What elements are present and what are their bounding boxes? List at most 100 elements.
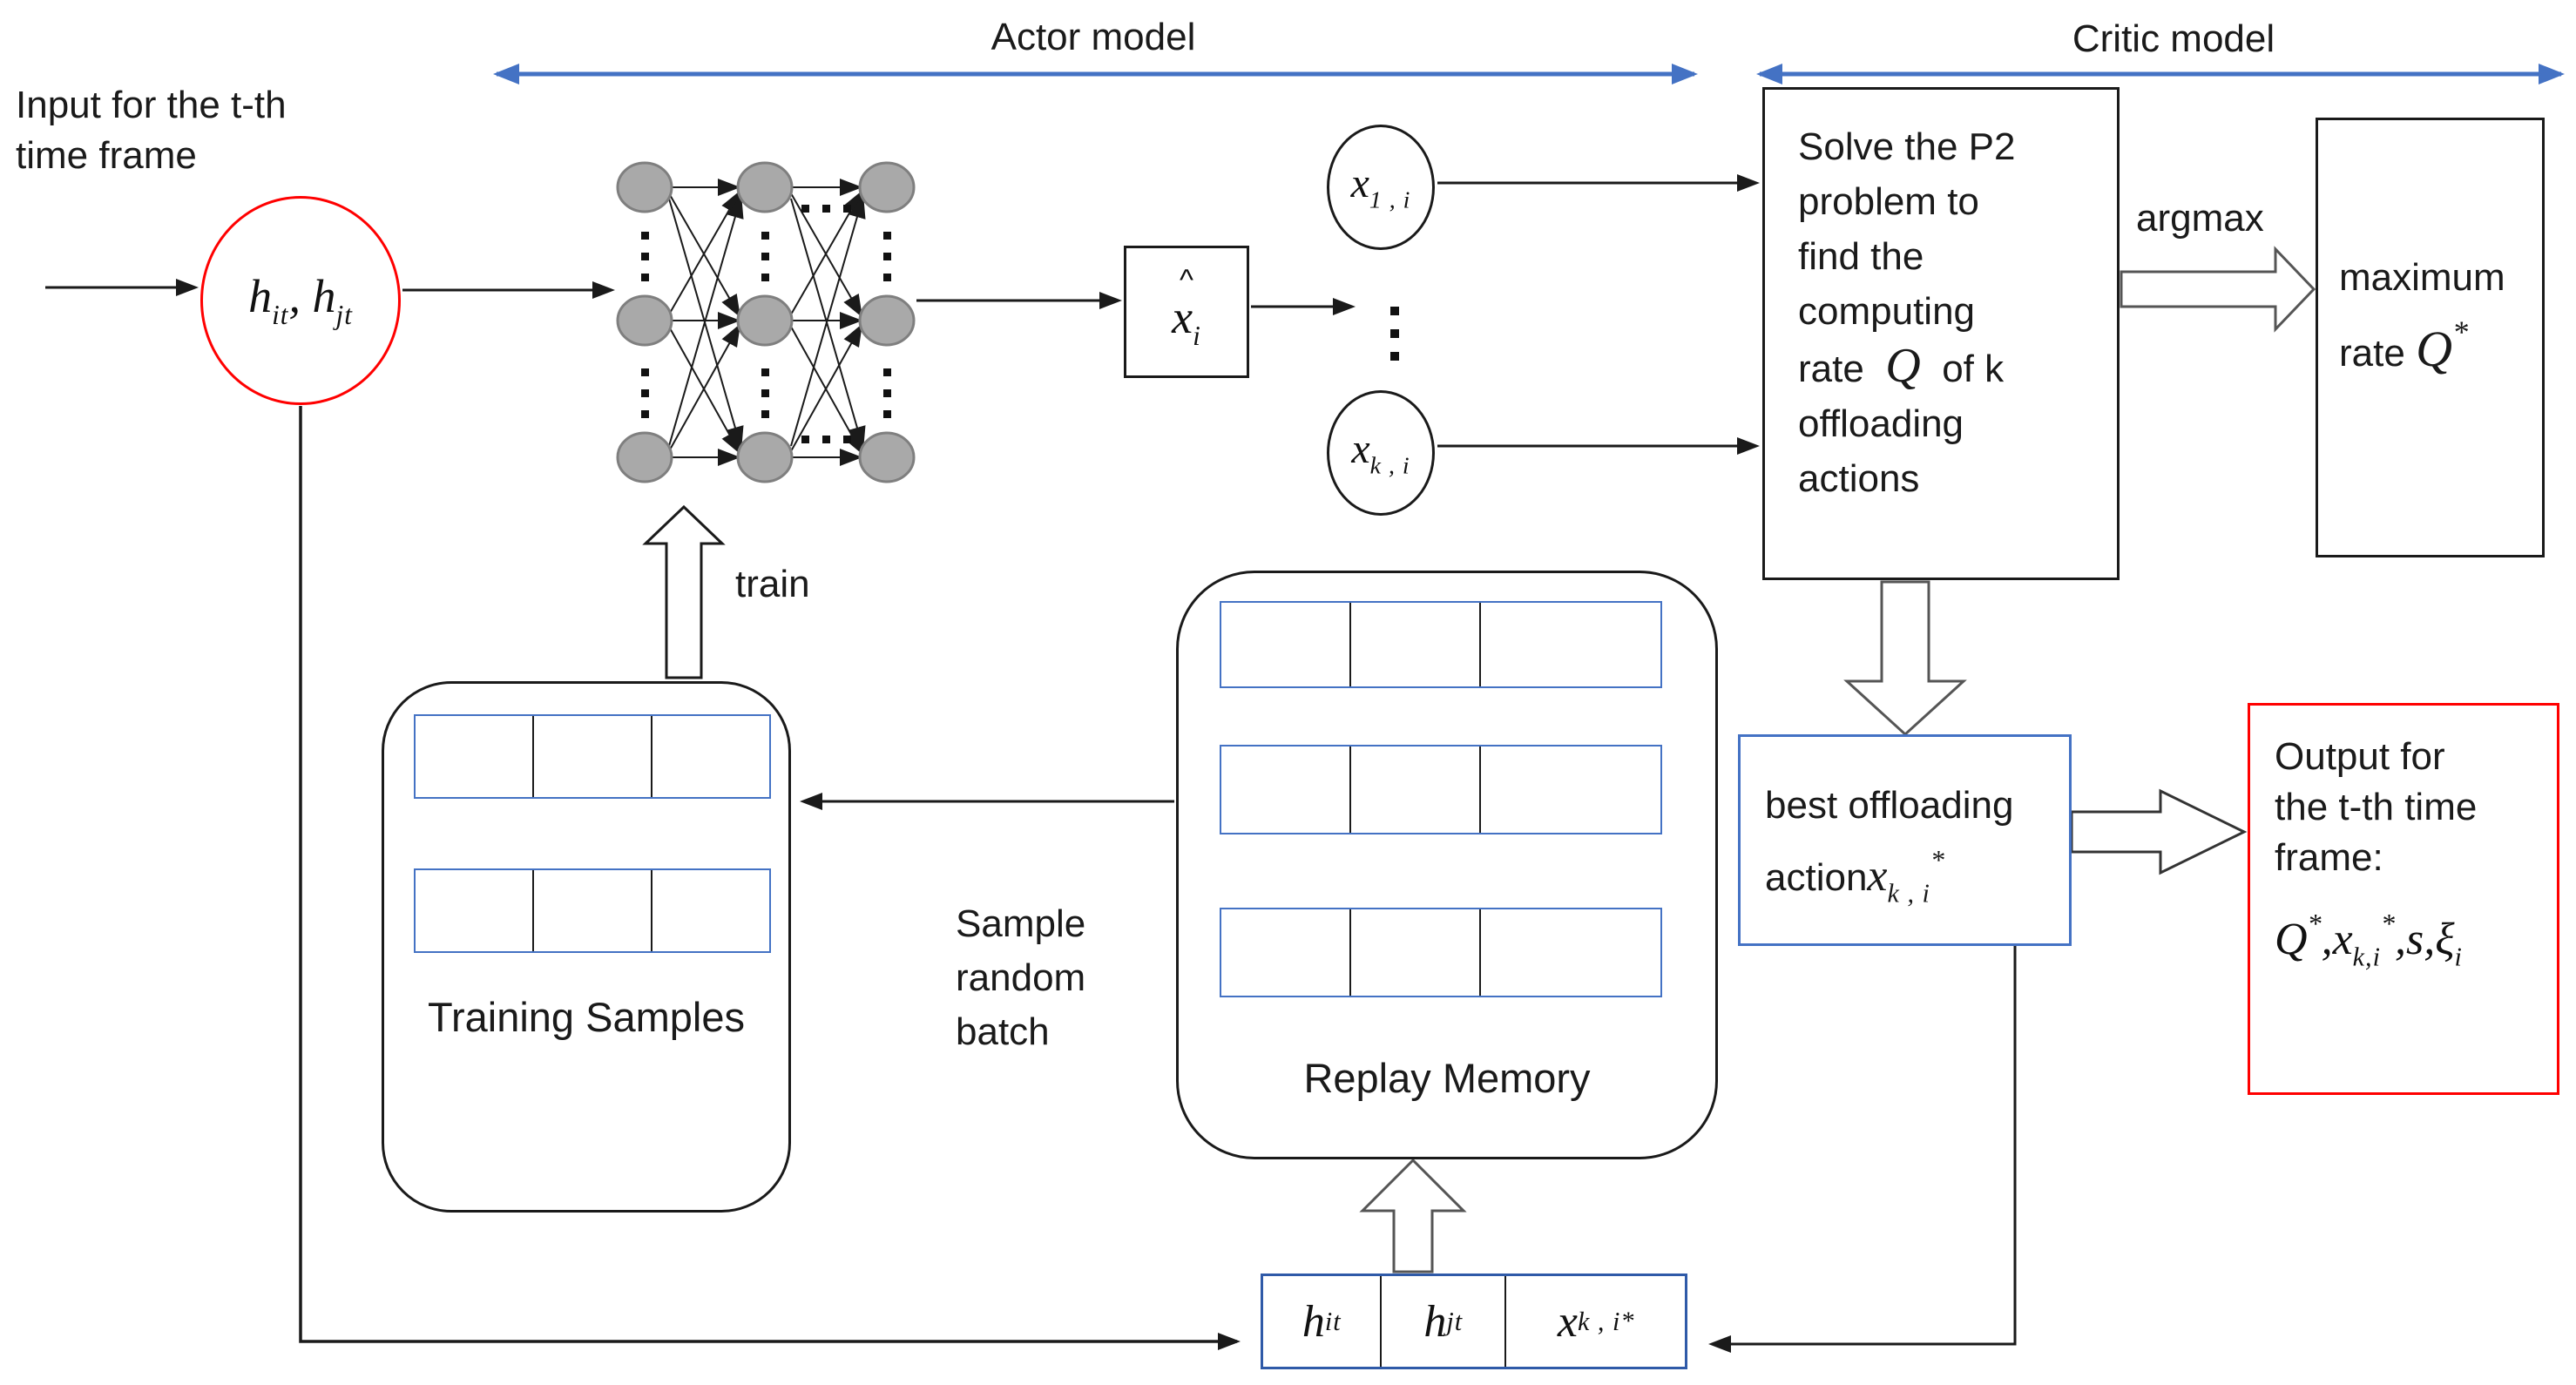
x-base: x <box>1172 291 1193 344</box>
x-sub: k,i <box>2352 942 2381 972</box>
sample-cell <box>652 716 769 797</box>
solve-line6: offloading <box>1798 402 1964 445</box>
x-sub-i: i <box>1193 321 1201 352</box>
star-sup: * <box>2451 314 2468 349</box>
output-box: Output for the t-th time frame: Q*,xk,i*… <box>2248 703 2559 1095</box>
output-line2: the t-th time <box>2275 786 2478 828</box>
relaxed-action-box: ^ xi <box>1124 246 1249 378</box>
h-base: h <box>1423 1296 1447 1347</box>
q-sup: * <box>2307 908 2322 939</box>
solve-line3: find the <box>1798 235 1924 278</box>
best-line2: actionxk , i* <box>1765 833 2069 921</box>
h-sub-jt: jt <box>335 300 353 331</box>
s-symbol: s <box>2405 915 2424 964</box>
x-sub-ki: k , i <box>1577 1306 1621 1336</box>
replay-memory-row <box>1220 601 1662 688</box>
memory-cell <box>1221 747 1352 833</box>
sample-cell <box>534 716 652 797</box>
sample-cell <box>416 716 534 797</box>
xki-math: xk , i <box>1351 425 1410 481</box>
h-sub-it: it <box>1324 1306 1342 1336</box>
memory-cell <box>1481 603 1660 686</box>
x-sup-star: * <box>1930 844 1944 875</box>
x-base: x <box>1351 426 1370 473</box>
comma: , <box>2321 915 2333 964</box>
memory-cell <box>1481 909 1660 996</box>
max-rate-line: rate Q* <box>2339 305 2542 381</box>
actor-model-label: Actor model <box>991 16 1196 58</box>
x-sub: k , i <box>1887 878 1930 909</box>
h-base: h <box>1302 1296 1325 1347</box>
comma: , <box>288 270 313 323</box>
rate-word: rate <box>1798 348 1864 390</box>
of-k-word: of k <box>1942 348 2005 390</box>
x-sup-star: * <box>1620 1307 1634 1335</box>
best-offloading-box: best offloading actionxk , i* <box>1738 734 2072 946</box>
sample-random-batch-label: Sample random batch <box>956 902 1086 1053</box>
input-label: Input for the t-th time frame <box>16 84 287 177</box>
solve-rate-line: rate Q of k <box>1798 339 2117 396</box>
xhat-math: xi <box>1172 290 1201 352</box>
hat-symbol: ^ <box>1180 264 1193 298</box>
input-state-math: hit, hjt <box>248 269 353 331</box>
argmax-label: argmax <box>2136 197 2264 240</box>
replay-memory-row <box>1220 908 1662 997</box>
sample-cell <box>652 870 769 951</box>
solve-line1: Solve the P2 <box>1798 125 2016 168</box>
h-base-2: h <box>312 270 336 323</box>
nn-ellipsis-dots <box>641 205 891 443</box>
action-word: action <box>1765 856 1868 899</box>
comma: , <box>2424 915 2436 964</box>
rate-word: rate <box>2339 332 2405 375</box>
x-sub-1i: 1 , i <box>1369 186 1411 214</box>
output-line3: frame: <box>2275 836 2383 879</box>
memory-cell <box>1221 603 1352 686</box>
memory-cell <box>1481 747 1660 833</box>
memory-cell <box>1351 747 1482 833</box>
training-sample-row <box>414 868 771 953</box>
output-math: Q*,xk,i*,s,ξi <box>2275 908 2557 973</box>
training-sample-row <box>414 714 771 799</box>
h-sub-jt: jt <box>1446 1306 1464 1336</box>
q-star-symbol: Q <box>2416 321 2452 377</box>
replay-memory-row <box>1220 745 1662 834</box>
neural-network <box>616 161 916 483</box>
solve-p2-box: Solve the P2 problem to find the computi… <box>1762 87 2120 580</box>
x-sup: * <box>2380 908 2395 939</box>
argmax-right-arrow <box>2120 246 2316 333</box>
best-to-output-arrow <box>2070 788 2248 875</box>
replay-memory-label: Replay Memory <box>1303 1055 1591 1101</box>
solve-line7: actions <box>1798 457 1920 500</box>
input-feedback-line <box>299 406 1241 1350</box>
x-sub-ki: k , i <box>1369 452 1410 480</box>
x-base: x <box>1350 160 1369 207</box>
memory-cell <box>1351 909 1482 996</box>
x-base: x <box>2332 915 2353 964</box>
actions-ellipsis-dots <box>1390 307 1399 361</box>
record-to-replay-arrow <box>1359 1158 1467 1274</box>
best-line1: best offloading <box>1765 784 2014 827</box>
memory-cell <box>1221 909 1352 996</box>
memory-cell <box>1351 603 1482 686</box>
maximum-rate-box: maximum rate Q* <box>2316 118 2545 557</box>
q-symbol: Q <box>2275 915 2308 964</box>
action-circle-x1i: x1 , i <box>1327 125 1435 250</box>
train-label: train <box>735 563 810 605</box>
sample-cell <box>534 870 652 951</box>
train-up-arrow <box>642 504 726 679</box>
solve-line4: computing <box>1798 290 1976 333</box>
x-base: x <box>1867 851 1888 901</box>
comma: , <box>2394 915 2406 964</box>
critic-model-label: Critic model <box>2072 17 2275 60</box>
solve-line2: problem to <box>1798 180 1979 223</box>
q-symbol: Q <box>1885 339 1921 393</box>
xi-symbol: ξ <box>2435 915 2455 964</box>
x1i-math: x1 , i <box>1351 159 1411 215</box>
solve-down-arrow <box>1843 580 1967 737</box>
action-feedback-line <box>1708 946 2017 1353</box>
nn-nodes <box>616 161 916 483</box>
